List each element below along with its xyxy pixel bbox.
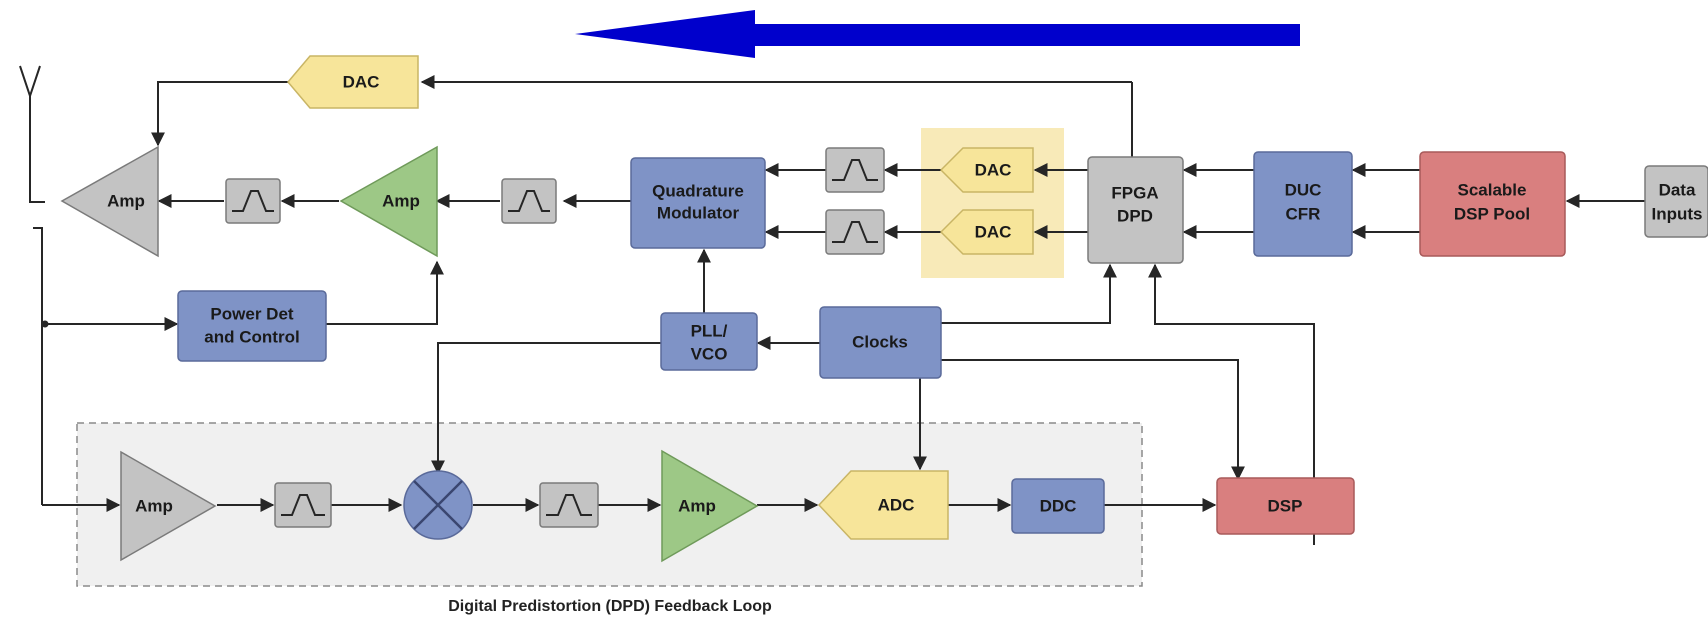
fpga-line1: FPGA (1111, 184, 1158, 203)
signal-direction-arrow (575, 10, 1300, 58)
data-line2: Inputs (1652, 205, 1703, 224)
pll-line2: VCO (691, 345, 728, 364)
pll-vco-block: PLL/ VCO (660, 312, 758, 371)
quad-mod-line1: Quadrature (652, 182, 744, 201)
scalable-dsp-pool-block: Scalable DSP Pool (1419, 151, 1566, 257)
fb-amp2-label: Amp (678, 497, 716, 516)
fpga-dpd-block: FPGA DPD (1087, 156, 1184, 264)
feedback-loop-caption: Digital Predistortion (DPD) Feedback Loo… (448, 598, 772, 615)
ddc-block: DDC (1011, 478, 1105, 534)
power-det-control-block: Power Det and Control (177, 290, 327, 362)
fpga-line2: DPD (1117, 207, 1153, 226)
duc-cfr-block: DUC CFR (1253, 151, 1353, 257)
antenna-icon (19, 65, 45, 203)
quadrature-modulator-block: Quadrature Modulator (630, 157, 766, 249)
duc-line1: DUC (1285, 181, 1322, 200)
dac-q-label: DAC (975, 223, 1012, 242)
power-line1: Power Det (210, 305, 293, 324)
dac-i-label: DAC (975, 161, 1012, 180)
dac-i-block: DAC (939, 147, 1034, 193)
filter-icon (825, 147, 885, 193)
adc-label: ADC (878, 496, 915, 515)
clocks-block: Clocks (819, 306, 942, 379)
filter-icon (825, 209, 885, 255)
dac-q-block: DAC (939, 209, 1034, 255)
filter-icon (539, 482, 599, 528)
dac-top-block: DAC (287, 55, 419, 109)
dsp-pool-line2: DSP Pool (1454, 205, 1530, 224)
data-line1: Data (1659, 181, 1696, 200)
data-inputs-block: Data Inputs (1644, 165, 1708, 238)
dac-top-label: DAC (343, 73, 380, 92)
dsp-pool-line1: Scalable (1458, 181, 1527, 200)
feedback-amp1-block: Amp (120, 450, 217, 562)
dsp-block: DSP (1216, 477, 1355, 535)
feedback-amp2-block: Amp (661, 449, 759, 563)
clocks-label: Clocks (852, 333, 908, 352)
fb-amp1-label: Amp (135, 497, 173, 516)
driver-amp-label: Amp (382, 192, 420, 211)
pll-line1: PLL/ (691, 322, 728, 341)
dsp-label: DSP (1268, 497, 1303, 516)
quad-mod-line2: Modulator (657, 204, 740, 223)
adc-block: ADC (817, 470, 949, 540)
driver-amp-block: Amp (339, 145, 438, 258)
pa-amp-block: Amp (60, 145, 159, 258)
power-line2: and Control (204, 328, 299, 347)
coupler-line (33, 227, 43, 505)
ddc-label: DDC (1040, 497, 1077, 516)
filter-icon (501, 178, 557, 224)
mixer-icon (403, 470, 473, 540)
pa-amp-label: Amp (107, 192, 145, 211)
filter-icon (225, 178, 281, 224)
duc-line2: CFR (1286, 205, 1321, 224)
signal-wires (42, 75, 1645, 545)
filter-icon (274, 482, 332, 528)
